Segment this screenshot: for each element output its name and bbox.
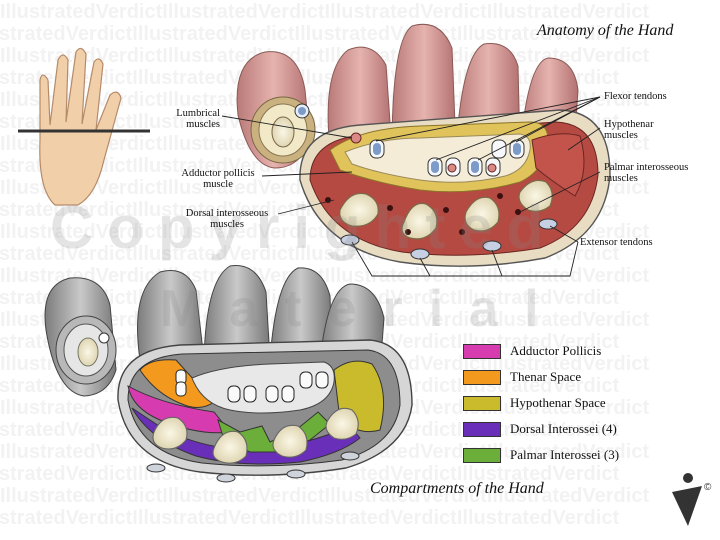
- legend-swatch: [463, 370, 501, 385]
- illustrated-verdict-logo: ©: [672, 473, 712, 526]
- title-anatomy: Anatomy of the Hand: [537, 22, 673, 40]
- label-dorsal-interosseous: Dorsal interosseous muscles: [175, 208, 279, 230]
- legend-item: Palmar Interossei (3): [463, 447, 619, 463]
- brand-watermark-row: IllustratedVerdictIllustratedVerdictIllu…: [0, 507, 619, 529]
- label-flexor-tendons: Flexor tendons: [604, 91, 667, 102]
- legend-label: Dorsal Interossei (4): [510, 421, 617, 437]
- legend-swatch: [463, 344, 501, 359]
- legend-label: Adductor Pollicis: [510, 343, 601, 359]
- label-lumbrical: Lumbrical muscles: [170, 108, 220, 130]
- label-adductor-pollicis: Adductor pollicis muscle: [173, 168, 263, 190]
- brand-watermark-row: IllustratedVerdictIllustratedVerdictIllu…: [0, 485, 649, 507]
- label-hypothenar: Hypothenar muscles: [604, 119, 654, 141]
- brand-watermark-row: IllustratedVerdictIllustratedVerdictIllu…: [0, 1, 649, 23]
- watermark-line-1: Copyrighted: [50, 194, 557, 261]
- copyright-symbol: ©: [704, 482, 712, 493]
- legend-item: Adductor Pollicis: [463, 343, 601, 359]
- legend-item: Dorsal Interossei (4): [463, 421, 617, 437]
- legend-item: Hypothenar Space: [463, 395, 606, 411]
- label-palmar-interosseous: Palmar interosseous muscles: [604, 162, 688, 184]
- legend-label: Thenar Space: [510, 369, 581, 385]
- legend-swatch: [463, 396, 501, 411]
- title-compartments: Compartments of the Hand: [370, 480, 544, 498]
- legend-swatch: [463, 422, 501, 437]
- legend-label: Hypothenar Space: [510, 395, 606, 411]
- legend-item: Thenar Space: [463, 369, 581, 385]
- legend-swatch: [463, 448, 501, 463]
- legend-label: Palmar Interossei (3): [510, 447, 619, 463]
- label-extensor-tendons: Extensor tendons: [580, 237, 653, 248]
- watermark-line-2: Material: [160, 280, 565, 338]
- brand-watermark-row: IllustratedVerdictIllustratedVerdictIllu…: [0, 23, 619, 45]
